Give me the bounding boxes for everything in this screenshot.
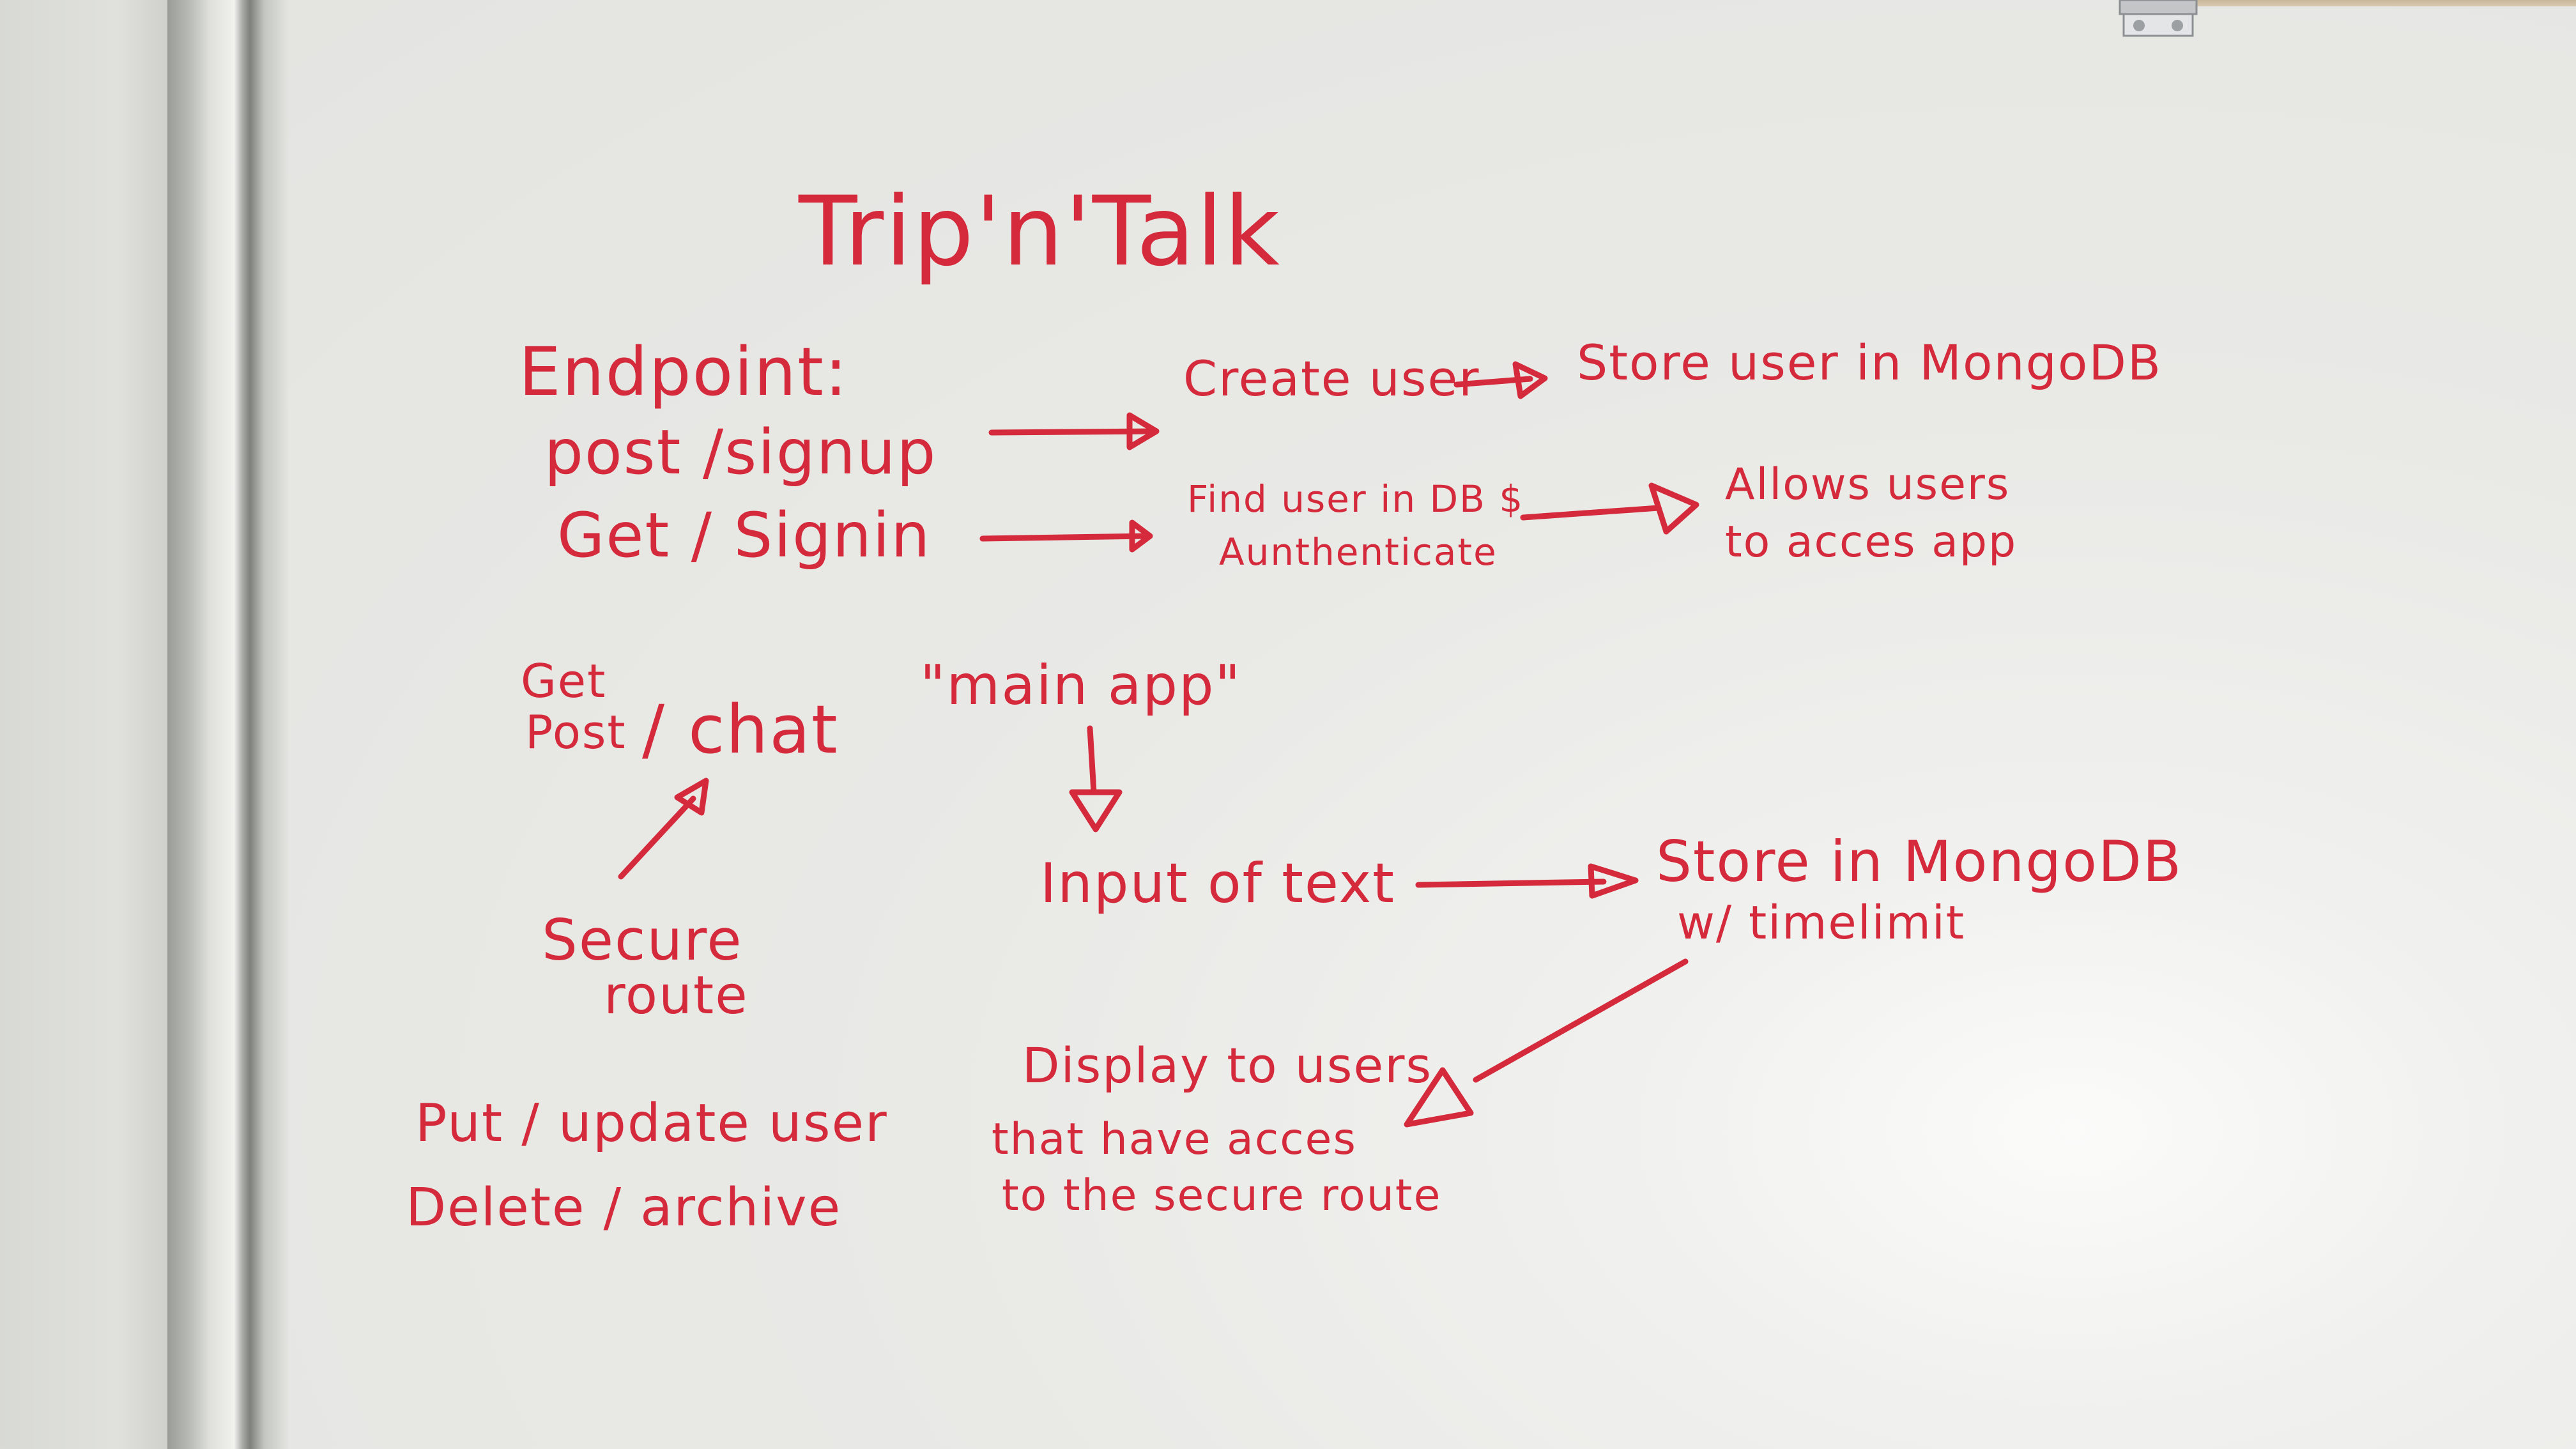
- display-to-users-label: Display to users: [1022, 1037, 1433, 1094]
- delete-archive-label: Delete / archive: [406, 1177, 842, 1238]
- arrow-create-to-store: [1453, 361, 1548, 399]
- secure-label: Secure: [542, 907, 743, 973]
- store-user-label: Store user in MongoDB: [1577, 334, 2163, 391]
- arrow-signin-to-find: [979, 519, 1153, 553]
- arrow-secure-to-chat: [618, 778, 709, 880]
- whiteboard: [289, 0, 2576, 1449]
- arrow-main-app-down: [1069, 725, 1123, 832]
- input-of-text-label: Input of text: [1040, 852, 1395, 916]
- main-app-label: "main app": [920, 654, 1242, 717]
- chat-route-label: / chat: [642, 691, 839, 769]
- store-in-mongodb-label: Store in MongoDB: [1656, 829, 2183, 894]
- signin-route-label: Get / Signin: [557, 500, 931, 571]
- find-user-label: Find user in DB $: [1187, 477, 1524, 521]
- board-clip-icon: [2119, 0, 2198, 37]
- put-update-user-label: Put / update user: [415, 1093, 888, 1154]
- arrow-store-to-display: [1404, 958, 1689, 1128]
- authenticate-label: Aunthenticate: [1219, 530, 1498, 574]
- arrow-find-to-allows: [1520, 482, 1699, 535]
- whiteboard-frame: [167, 0, 289, 1449]
- arrow-input-to-store: [1415, 863, 1639, 899]
- route-label: route: [604, 965, 749, 1026]
- that-have-access-label: that have acces: [992, 1114, 1357, 1165]
- signup-route-label: post /signup: [544, 417, 937, 488]
- secure-route-label: to the secure route: [1002, 1170, 1442, 1221]
- create-user-label: Create user: [1183, 350, 1480, 407]
- arrow-signup-to-create: [988, 412, 1160, 450]
- access-app-label: to acces app: [1725, 517, 2018, 567]
- get-method-label: Get: [521, 654, 607, 708]
- title-trip-n-talk: Trip'n'Talk: [799, 176, 1281, 288]
- wall: [0, 0, 167, 1449]
- allows-users-label: Allows users: [1725, 459, 2011, 510]
- timelimit-label: w/ timelimit: [1677, 896, 1966, 949]
- post-method-label: Post: [525, 705, 627, 759]
- endpoint-heading: Endpoint:: [519, 333, 848, 411]
- corkboard-edge: [2128, 0, 2576, 6]
